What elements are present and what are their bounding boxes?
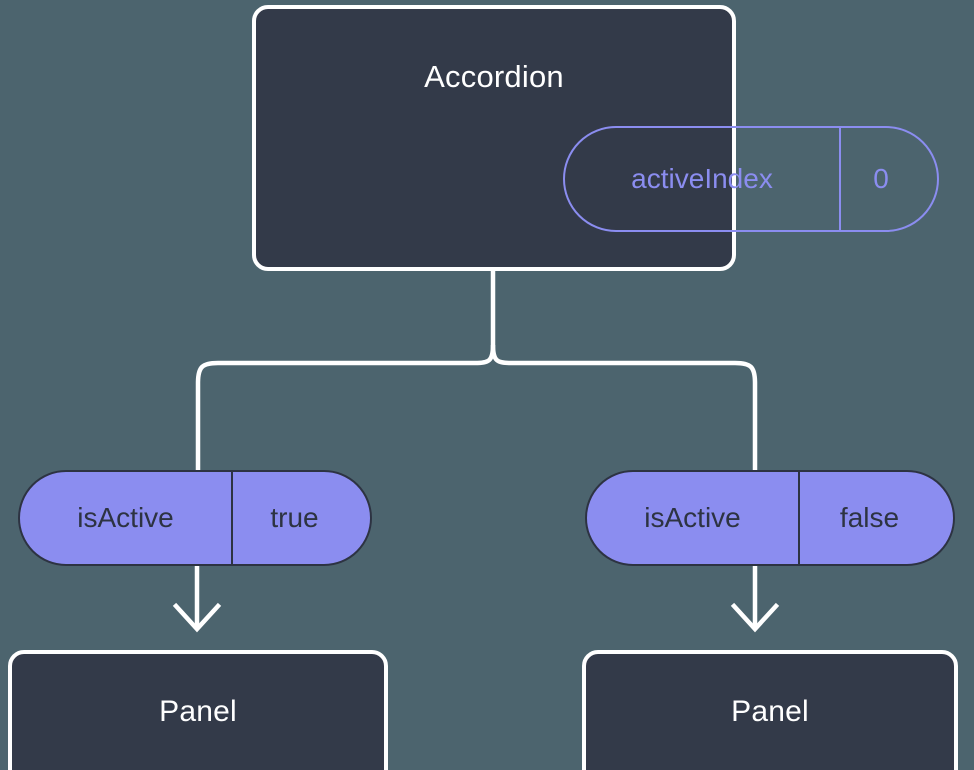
arrow-right-pill-to-panel bbox=[730, 566, 780, 633]
prop-badge-right-key: isActive bbox=[587, 472, 800, 564]
connector-fork bbox=[195, 344, 496, 470]
prop-badge-left-key: isActive bbox=[20, 472, 233, 564]
prop-badge-isactive-true[interactable]: isActive true bbox=[18, 470, 372, 566]
prop-badge-left-value: true bbox=[270, 502, 319, 533]
node-panel-right[interactable]: Panel bbox=[582, 650, 958, 770]
node-panel-right-title: Panel bbox=[731, 695, 809, 728]
state-badge-activeindex[interactable]: activeIndex 0 bbox=[563, 126, 939, 232]
node-accordion[interactable]: Accordion activeIndex 0 bbox=[252, 5, 939, 271]
state-badge-value: 0 bbox=[873, 163, 889, 194]
state-badge-key: activeIndex bbox=[565, 128, 841, 230]
connector-fork-right bbox=[490, 344, 758, 470]
node-panel-left-title: Panel bbox=[159, 695, 237, 728]
arrow-left-pill-to-panel bbox=[172, 566, 222, 633]
node-panel-left[interactable]: Panel bbox=[8, 650, 388, 770]
node-accordion-title: Accordion bbox=[424, 59, 564, 94]
prop-badge-right-value: false bbox=[839, 502, 900, 533]
prop-badge-isactive-false[interactable]: isActive false bbox=[585, 470, 955, 566]
